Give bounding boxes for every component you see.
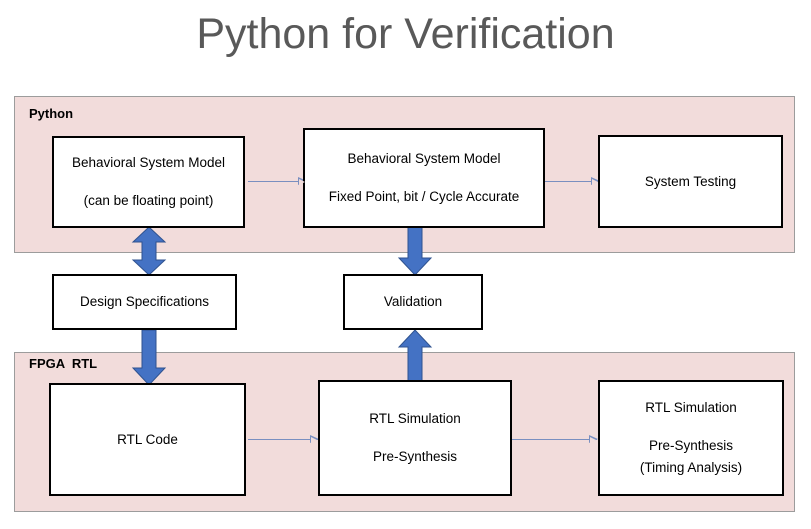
- node-line-1: Behavioral System Model: [347, 151, 501, 166]
- node-validation[interactable]: Validation: [343, 274, 483, 330]
- arrow-behavioral-fixed-to-system-testing: [545, 177, 600, 185]
- arrow-behavioral-fixed-to-validation: [397, 227, 433, 275]
- arrow-rtl-simulation-to-validation: [397, 330, 433, 385]
- panel-python-label: Python: [29, 106, 74, 121]
- node-line-1: RTL Simulation: [369, 411, 461, 426]
- node-rtl-simulation-timing-analysis[interactable]: RTL Simulation Pre-Synthesis (Timing Ana…: [598, 380, 784, 496]
- node-line-3: (Timing Analysis): [639, 460, 743, 475]
- node-line-1: Validation: [383, 294, 443, 309]
- arrow-design-specifications-to-rtl-code: [131, 330, 167, 385]
- node-line-2: Pre-Synthesis: [372, 449, 458, 464]
- node-line-1: RTL Code: [117, 431, 178, 447]
- panel-fpga-rtl-label: FPGA RTL: [29, 356, 98, 371]
- page-title: Python for Verification: [196, 10, 615, 58]
- node-design-specifications[interactable]: Design Specifications: [52, 274, 237, 330]
- node-rtl-simulation-pre-synthesis[interactable]: RTL Simulation Pre-Synthesis: [318, 380, 512, 496]
- node-line-1: Behavioral System Model: [71, 155, 226, 170]
- arrow-rtl-code-to-rtl-simulation: [248, 435, 319, 443]
- node-line-1: RTL Simulation: [645, 400, 737, 415]
- arrow-behavioral-float-to-design-specifications: [131, 227, 167, 275]
- node-behavioral-system-model-fixed[interactable]: Behavioral System Model Fixed Point, bit…: [303, 128, 545, 228]
- node-rtl-code[interactable]: RTL Code: [49, 383, 246, 496]
- arrow-behavioral-float-to-behavioral-fixed: [248, 177, 307, 185]
- node-line-1: Design Specifications: [79, 294, 210, 309]
- arrow-rtl-simulation-to-rtl-simulation-timing: [512, 435, 598, 443]
- node-line-2: Fixed Point, bit / Cycle Accurate: [328, 189, 520, 204]
- node-line-1: System Testing: [644, 173, 737, 189]
- node-behavioral-system-model-floating[interactable]: Behavioral System Model (can be floating…: [52, 136, 245, 228]
- node-line-2: Pre-Synthesis: [648, 438, 734, 453]
- node-line-2: (can be floating point): [83, 193, 214, 208]
- node-system-testing[interactable]: System Testing: [598, 135, 783, 228]
